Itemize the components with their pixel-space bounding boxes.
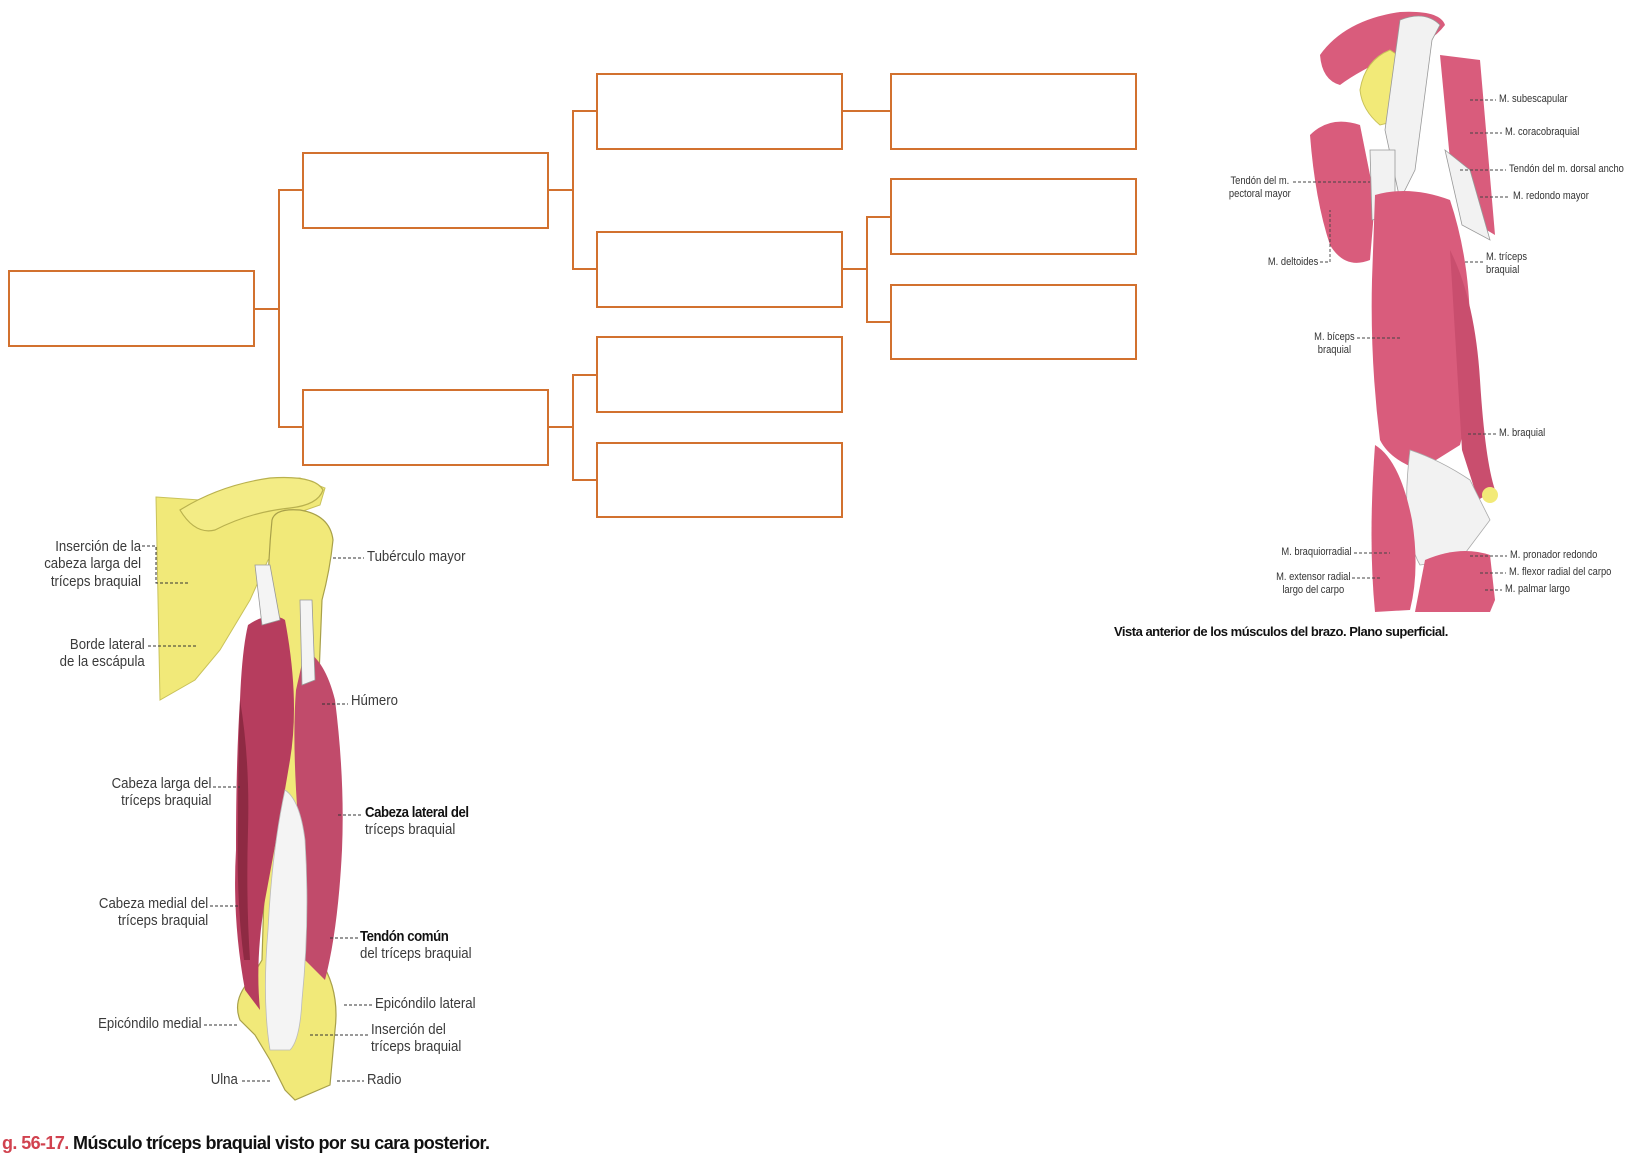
label-line: tríceps braquial — [117, 912, 208, 930]
label-line: tríceps braquial — [365, 821, 456, 839]
label-biceps: M. bíceps braquial — [1314, 331, 1355, 356]
triceps-common-tendon — [265, 789, 308, 1051]
label-line: Inserción del — [371, 1021, 446, 1038]
label-radio: Radio — [367, 1071, 402, 1088]
label-cabeza-larga: Cabeza larga del tríceps braquial — [111, 775, 211, 810]
label-ulna: Ulna — [210, 1071, 238, 1088]
label-palmar-largo: M. palmar largo — [1505, 583, 1570, 595]
connector-line — [866, 321, 891, 323]
label-subescapular: M. subescapular — [1499, 93, 1568, 105]
connector-line — [572, 374, 597, 376]
label-line: cabeza larga del — [44, 555, 141, 573]
connector-line — [548, 189, 573, 191]
connector-line — [866, 216, 891, 218]
lateral-head-tendon — [299, 599, 316, 686]
label-pronador-redondo: M. pronador redondo — [1510, 549, 1598, 561]
posterior-figure-caption: g. 56-17. Músculo tríceps braquial visto… — [2, 1133, 490, 1154]
concept-box-level3-d[interactable] — [596, 442, 843, 518]
concept-box-root[interactable] — [8, 270, 255, 347]
label-pectoral-mayor: Tendón del m. pectoral mayor — [1229, 175, 1291, 200]
label-borde-lateral: Borde lateral de la escápula — [60, 636, 145, 671]
label-cabeza-medial: Cabeza medial del tríceps braquial — [99, 895, 208, 930]
connector-line — [572, 374, 574, 481]
connector-line — [866, 216, 868, 323]
label-line: Inserción de la — [55, 538, 141, 555]
concept-box-level4-a[interactable] — [890, 73, 1137, 150]
connector-line — [572, 110, 574, 270]
label-epicondilo-lateral: Epicóndilo lateral — [375, 995, 476, 1012]
label-cabeza-lateral: Cabeza lateral del tríceps braquial — [365, 804, 469, 839]
label-line: braquial — [1318, 343, 1352, 356]
connector-line — [278, 426, 303, 428]
concept-box-level3-a[interactable] — [596, 73, 843, 150]
triceps-long-head — [235, 616, 294, 1010]
posterior-leader-lines — [142, 545, 372, 1082]
caption-text: Músculo tríceps braquial visto por su ca… — [73, 1133, 490, 1153]
label-bold: Tendón común — [360, 928, 449, 945]
label-line: Cabeza larga del — [111, 775, 211, 792]
connector-line — [548, 426, 573, 428]
label-tendon-comun: Tendón común del tríceps braquial — [360, 928, 472, 963]
connector-line — [842, 268, 867, 270]
label-line: M. extensor radial — [1275, 571, 1350, 583]
label-line: pectoral mayor — [1229, 187, 1291, 200]
label-dorsal-ancho: Tendón del m. dorsal ancho — [1509, 163, 1624, 175]
concept-box-level3-c[interactable] — [596, 336, 843, 413]
label-line: M. bíceps — [1314, 331, 1355, 343]
label-flexor-radial: M. flexor radial del carpo — [1509, 566, 1612, 578]
label-line: Tendón común — [360, 928, 472, 945]
connector-line — [278, 189, 303, 191]
connector-line — [572, 268, 597, 270]
concept-box-level3-b[interactable] — [596, 231, 843, 308]
label-insercion-cabeza-larga: Inserción de la cabeza larga del tríceps… — [44, 538, 141, 590]
connector-line — [278, 189, 280, 428]
label-humero: Húmero — [351, 692, 398, 709]
label-tuberculo-mayor: Tubérculo mayor — [367, 548, 466, 565]
anterior-figure-caption: Vista anterior de los músculos del brazo… — [1114, 624, 1448, 639]
caption-figure-number: g. 56-17. — [2, 1133, 69, 1153]
triceps-shading — [237, 700, 250, 960]
label-braquiorradial: M. braquiorradial — [1281, 546, 1352, 558]
concept-box-level4-c[interactable] — [890, 284, 1137, 360]
label-line: de la escápula — [59, 653, 145, 671]
label-epicondilo-medial: Epicóndilo medial — [98, 1015, 202, 1032]
label-line: M. tríceps — [1486, 251, 1528, 263]
label-line: Tendón del m. — [1230, 175, 1290, 187]
label-line: tríceps braquial — [371, 1038, 462, 1056]
label-line: Borde lateral — [70, 636, 145, 653]
label-line: del tríceps braquial — [360, 945, 472, 963]
label-braquial: M. braquial — [1499, 427, 1546, 439]
label-bold: Cabeza lateral del — [365, 804, 469, 821]
label-line: Cabeza medial del — [98, 895, 208, 912]
label-extensor-radial: M. extensor radial largo del carpo — [1276, 571, 1350, 596]
label-triceps: M. tríceps braquial — [1486, 251, 1527, 276]
concept-box-level2-top[interactable] — [302, 152, 549, 229]
label-coracobraquial: M. coracobraquial — [1505, 126, 1580, 138]
label-line: tríceps braquial — [50, 572, 142, 590]
label-insercion-triceps: Inserción del tríceps braquial — [371, 1021, 461, 1056]
long-head-tendon — [254, 564, 281, 626]
connector-line — [254, 308, 280, 310]
acromion-bone — [179, 476, 324, 532]
concept-box-level4-b[interactable] — [890, 178, 1137, 255]
connector-line — [572, 479, 597, 481]
label-deltoides: M. deltoides — [1267, 256, 1318, 268]
connector-line — [572, 110, 597, 112]
label-line: braquial — [1486, 263, 1520, 276]
label-redondo-mayor: M. redondo mayor — [1513, 190, 1589, 202]
connector-line — [842, 110, 891, 112]
label-line: largo del carpo — [1281, 583, 1344, 596]
label-line: Cabeza lateral del — [365, 804, 469, 821]
label-line: tríceps braquial — [120, 792, 211, 810]
